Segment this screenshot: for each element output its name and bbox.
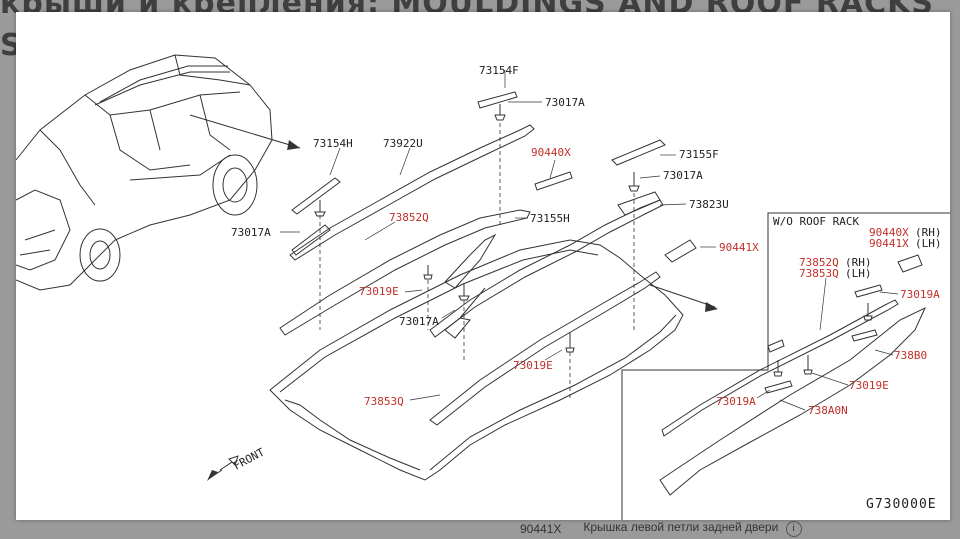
label-73017A-mid: 73017A: [399, 315, 439, 328]
label-73823U: 73823U: [689, 198, 729, 211]
inset-label-73019E: 73019E: [849, 379, 889, 392]
front-direction-label: FRONT: [231, 445, 267, 472]
caption-description: Крышка левой петли задней двери i: [583, 520, 802, 537]
roof-rail-73922U: [279, 124, 664, 426]
inset-label-rh: (RH): [915, 226, 942, 239]
label-73017A-top: 73017A: [545, 96, 585, 109]
label-73154H: 73154H: [313, 137, 353, 150]
inset-title: W/O ROOF RACK: [773, 215, 859, 228]
inset-label-738B0: 738B0: [894, 349, 927, 362]
cap-90441X: [664, 239, 697, 263]
caption-part-number: 90441X: [520, 521, 562, 536]
cap-90440X: [534, 171, 573, 191]
drawing-code: G730000E: [866, 497, 937, 512]
cover-73155H: [444, 233, 497, 289]
label-73017A-right: 73017A: [663, 169, 703, 182]
inset-label-90441X: 90441X: [869, 237, 909, 250]
inset-label-lh-2: (LH): [845, 267, 872, 280]
label-90441X: 90441X: [719, 241, 759, 254]
bracket-73823U: [617, 191, 661, 216]
parts-diagram: 73154F 73017A 73154H 73922U 90440X 73155…: [16, 54, 950, 520]
label-73155H: 73155H: [530, 212, 570, 225]
inset-label-73019A-top: 73019A: [900, 288, 940, 301]
parts-diagram-sheet: 73154F 73017A 73154H 73922U 90440X 73155…: [16, 12, 950, 520]
inset-label-90440X: 90440X: [869, 226, 909, 239]
inset-without-roof-rack: [621, 212, 950, 520]
inset-label-lh: (LH): [915, 237, 942, 250]
label-73017A-left: 73017A: [231, 226, 271, 239]
cover-73154F: [477, 91, 518, 109]
inset-label-73019A-bottom: 73019A: [716, 395, 756, 408]
cover-73154H: [291, 177, 341, 215]
inset-label-rh-2: (RH): [845, 256, 872, 269]
label-73922U: 73922U: [383, 137, 423, 150]
label-73155F: 73155F: [679, 148, 719, 161]
roof-panel: [269, 239, 684, 481]
info-icon[interactable]: i: [785, 521, 802, 537]
label-73154F: 73154F: [479, 64, 519, 77]
inset-label-73853Q: 73853Q: [799, 267, 839, 280]
car-illustration: [16, 54, 273, 291]
label-90440X: 90440X: [531, 146, 571, 159]
cover-73155F: [611, 139, 666, 166]
small-parts: [291, 91, 697, 353]
caption-description-text: Крышка левой петли задней двери: [583, 520, 779, 534]
inset-label-738A0N: 738A0N: [808, 404, 848, 417]
label-73019E-b: 73019E: [513, 359, 553, 372]
inset-label-73852Q: 73852Q: [799, 256, 839, 269]
part-caption-row: 90441X Крышка левой петли задней двери i: [520, 518, 960, 539]
label-73853Q: 73853Q: [364, 395, 404, 408]
label-73852Q: 73852Q: [389, 211, 429, 224]
label-73019E-a: 73019E: [359, 285, 399, 298]
